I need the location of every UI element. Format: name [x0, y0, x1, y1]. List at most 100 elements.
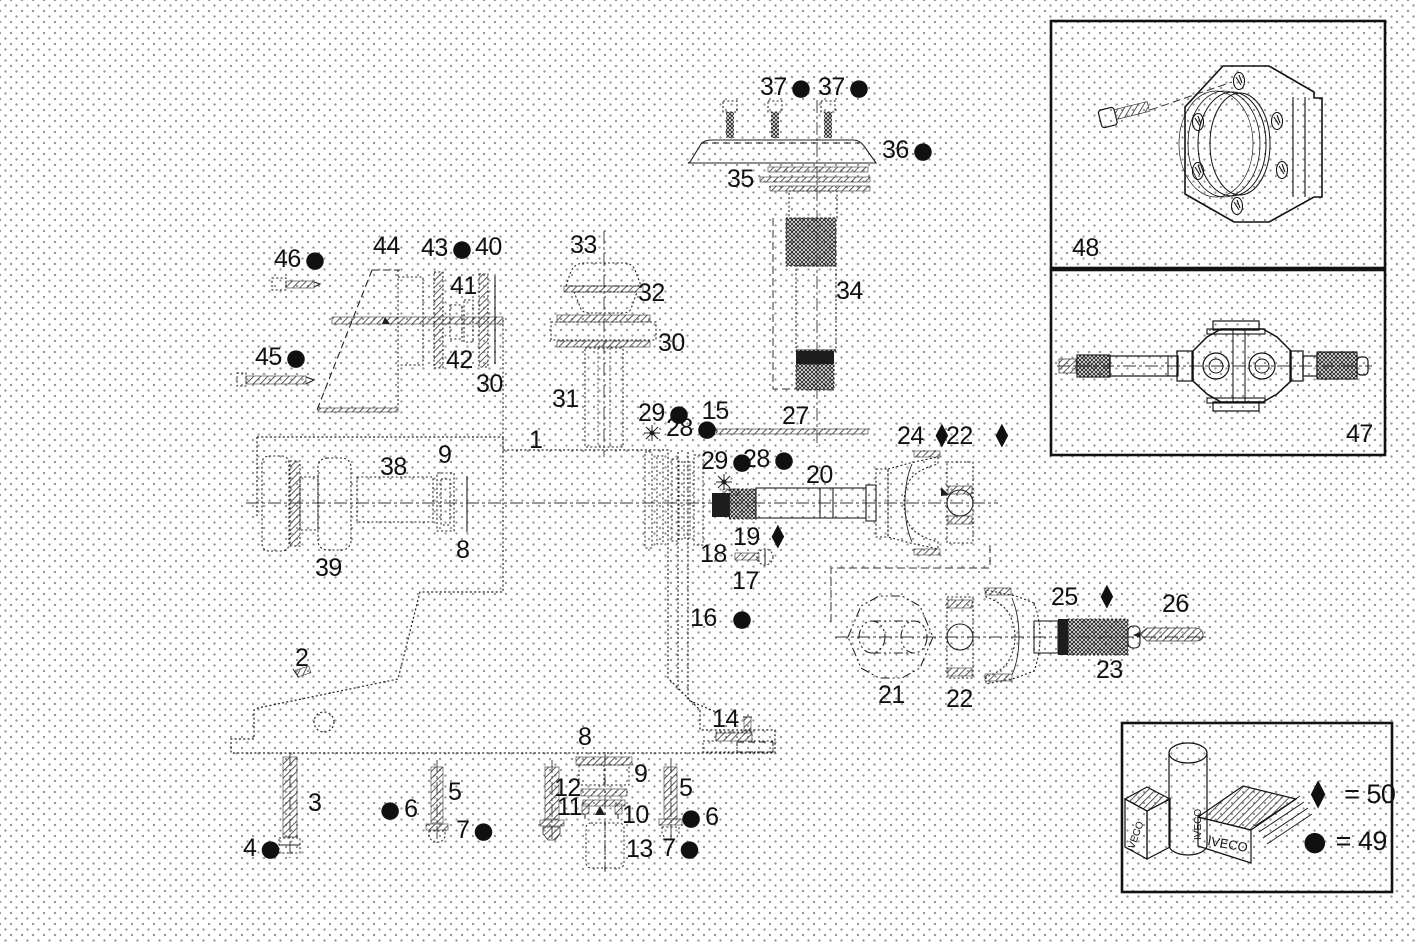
part-label-3: 3: [308, 791, 322, 816]
part-number: 37: [818, 73, 845, 101]
part-label-34: 34: [836, 279, 863, 304]
part-number: 28: [666, 414, 693, 442]
part-label-29: 29●: [701, 447, 752, 475]
part-label-32: 32: [638, 281, 665, 306]
part-number: 42: [446, 346, 473, 374]
part-label-42: 42: [446, 348, 473, 373]
part-label-30: 30: [658, 331, 685, 356]
part-label-4: 4●: [243, 834, 281, 862]
part-number: 38: [380, 453, 407, 481]
iveco-logo-text: IVECO: [1206, 833, 1248, 855]
bottom-hardware: [278, 665, 774, 869]
screw-17: [734, 548, 774, 566]
part-label-40: 40: [475, 235, 502, 260]
part-number: 41: [450, 272, 477, 300]
part-number: 39: [315, 554, 342, 582]
part-number: 17: [732, 567, 759, 595]
part-number: 2: [295, 644, 309, 672]
part-label-6: ●6: [681, 803, 719, 831]
shim-stack: [644, 451, 704, 549]
part-number: 20: [806, 461, 833, 489]
part-number: 43: [421, 234, 448, 262]
part-number: 36: [882, 136, 909, 164]
part-number: 8: [456, 536, 470, 564]
part-number: 5: [448, 778, 462, 806]
part-label-18: 18: [700, 542, 727, 567]
part-number: 44: [373, 232, 400, 260]
part-number: 25: [1051, 583, 1078, 611]
part-number: 16: [690, 604, 717, 632]
housing-outline: [230, 436, 776, 754]
shaft-20-assembly: [712, 450, 974, 556]
part-number: 8: [578, 723, 592, 751]
part-label-1: 1: [529, 426, 543, 454]
part-number: 6: [705, 803, 719, 831]
part-number: 27: [782, 402, 809, 430]
part-label-16: 16●: [690, 604, 752, 632]
part-number: 11: [557, 793, 582, 821]
part-number: 22: [946, 685, 973, 713]
part-label-31: 31: [552, 387, 579, 412]
part-number: 1: [529, 426, 543, 454]
part-number: 31: [552, 385, 579, 413]
part-number: 7: [662, 834, 676, 862]
part-number: 5: [679, 774, 693, 802]
part-label-17: 17: [732, 569, 759, 594]
part-number: 30: [476, 370, 503, 398]
part-number: 6: [404, 795, 418, 823]
part-label-25: 25♦: [1051, 578, 1117, 617]
part-number: 21: [878, 681, 905, 709]
part-number: 4: [243, 834, 257, 862]
part-number: 47: [1346, 420, 1373, 448]
part-number: 19: [733, 523, 760, 551]
part-number: 29: [638, 399, 665, 427]
legend-row-circle: ● = 49: [1303, 825, 1387, 857]
part-label-33: 33: [570, 233, 597, 258]
part-number: 10: [622, 801, 649, 829]
flange-bolt-holes: [1191, 71, 1289, 216]
part-label-24: 24♦: [897, 417, 952, 456]
iveco-packaging-art: IVECO IVECO IVECO: [1123, 742, 1313, 864]
part-label-5: 5: [448, 778, 462, 806]
part-label-6: ●6: [380, 795, 418, 823]
part-label-2: 2: [295, 644, 309, 672]
lever-assembly: [550, 262, 657, 448]
part-number: 15: [702, 397, 729, 425]
part-label-15: 15: [702, 399, 729, 424]
part-number: 35: [727, 165, 754, 193]
part-label-7: 7●: [456, 816, 494, 844]
part-number: 37: [760, 73, 787, 101]
part-label-10: 10: [622, 803, 649, 828]
part-number: 33: [570, 231, 597, 259]
part-label-22: 22: [946, 687, 973, 712]
left-parts: [236, 269, 504, 437]
part-label-12: 12: [554, 776, 581, 801]
part-label-28: 28●: [743, 445, 794, 473]
part-label-37: 37●: [818, 73, 869, 101]
part-label-5: 5: [679, 774, 693, 802]
part-label-43: 43●: [421, 234, 472, 262]
part-number: 22: [946, 422, 973, 450]
screw-2: [292, 665, 312, 678]
part-number: 34: [836, 277, 863, 305]
inset-box-48: [1049, 19, 1387, 270]
part-label-44: 44: [373, 234, 400, 259]
part-number: 46: [274, 245, 301, 273]
part-number: 26: [1162, 590, 1189, 618]
part-label-21: 21: [878, 683, 905, 708]
part-label-36: 36●: [882, 136, 933, 164]
part-number: 13: [626, 835, 653, 863]
part-label-14: 14: [712, 707, 739, 732]
part-label-38: 38: [380, 455, 407, 480]
part-number: 18: [700, 540, 727, 568]
part-label-11: 11: [557, 795, 582, 820]
hub-assembly: [261, 455, 468, 552]
part-number: 9: [438, 441, 452, 469]
part-number: 30: [658, 329, 685, 357]
part-label-8: 8: [578, 723, 592, 751]
part-number: 14: [712, 705, 739, 733]
part-label-8: 8: [456, 536, 470, 564]
part-label-19: 19♦: [733, 518, 788, 557]
